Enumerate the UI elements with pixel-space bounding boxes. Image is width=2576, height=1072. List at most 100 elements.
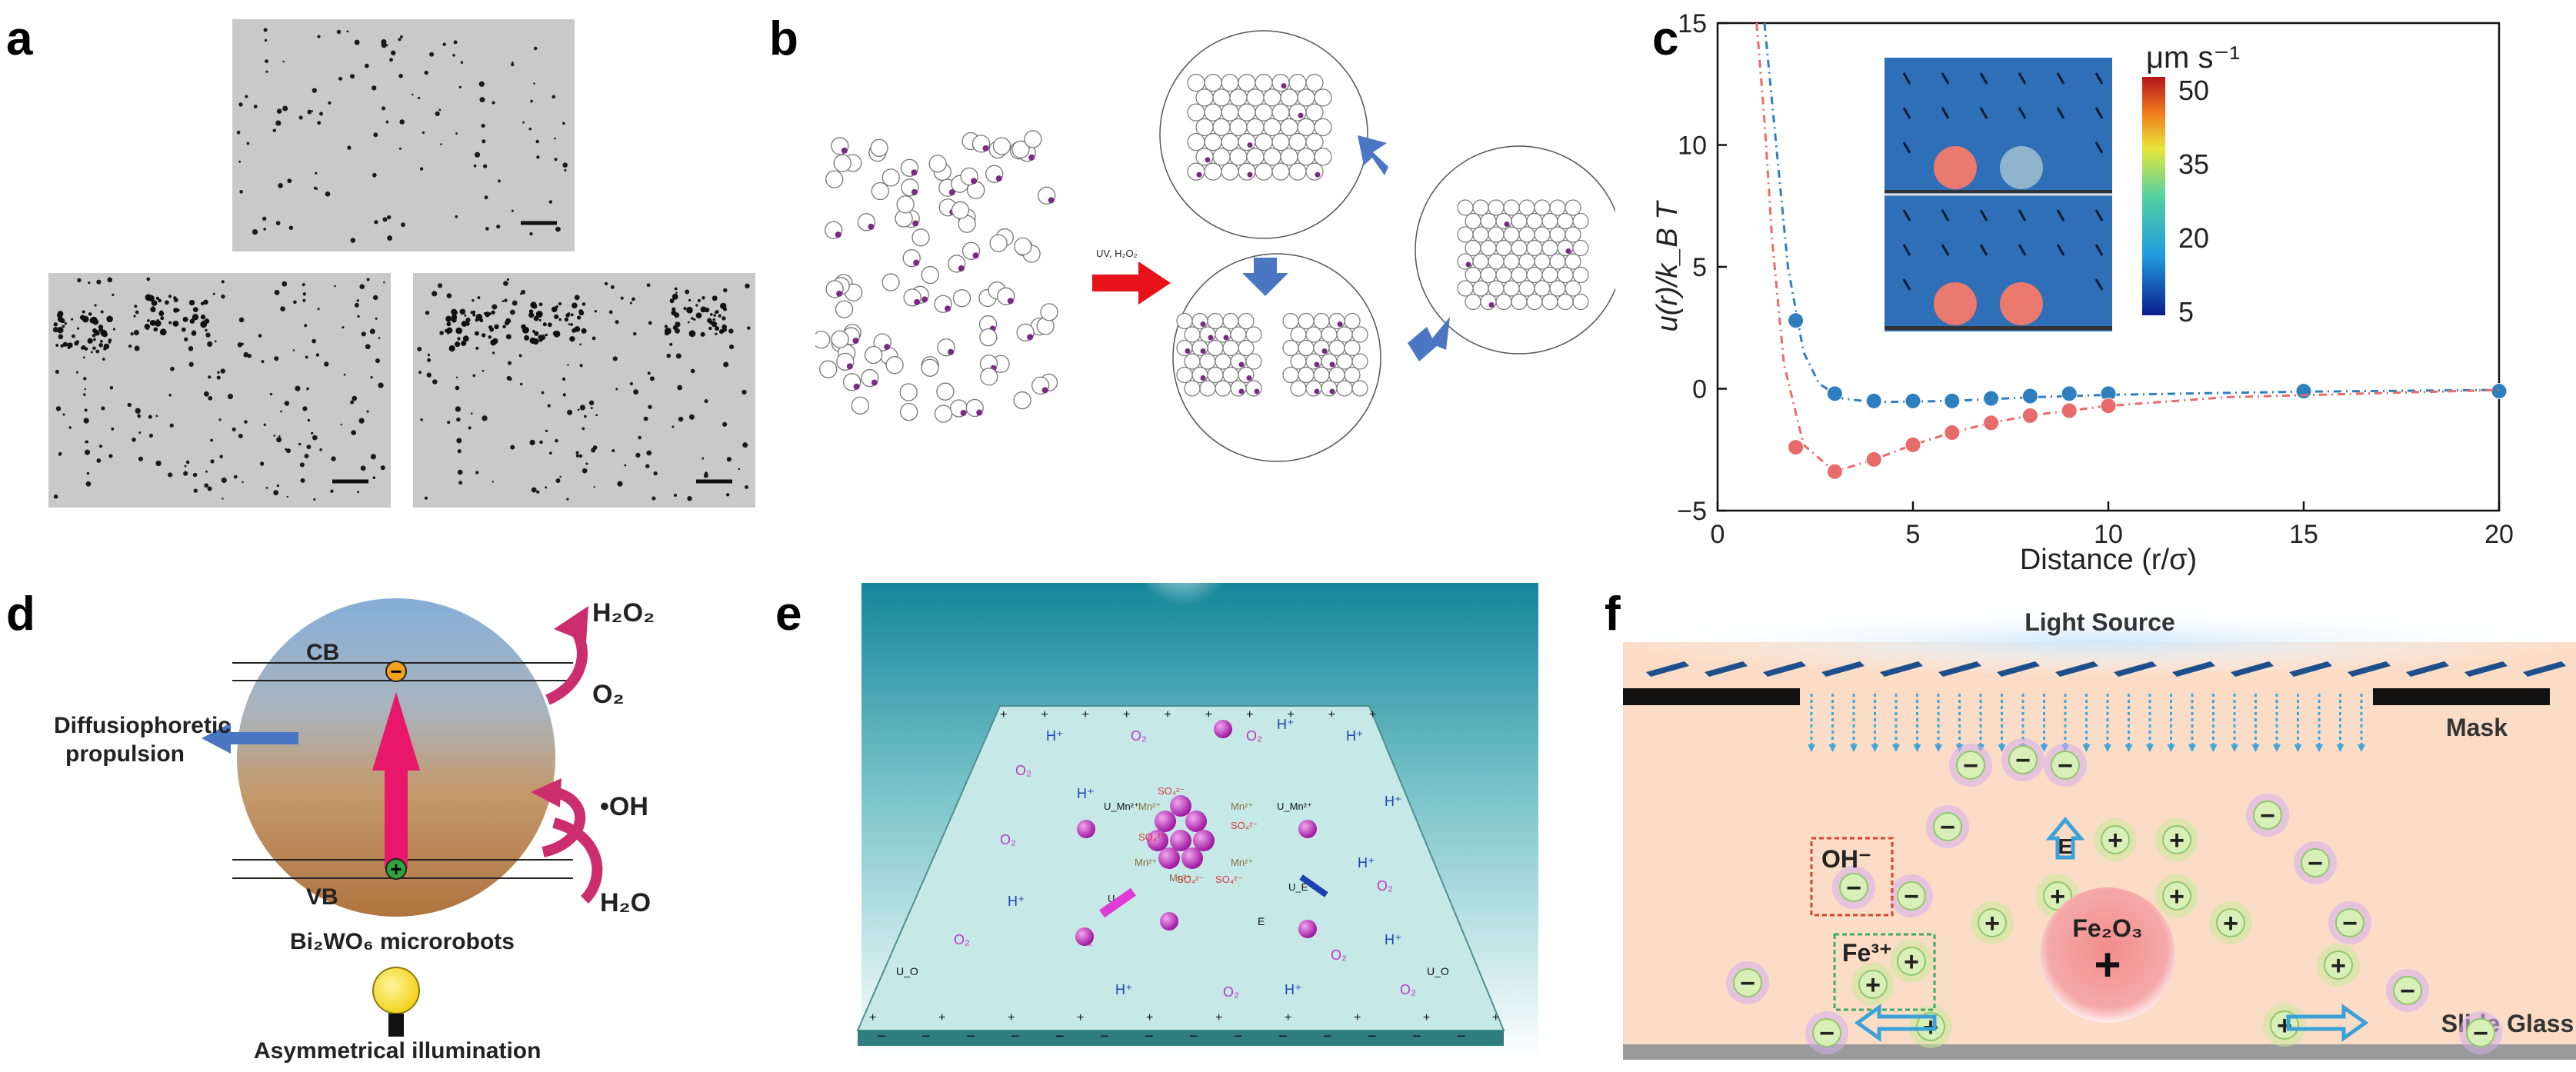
colloid-particle [1305,380,1322,397]
active-particle [1208,335,1214,341]
negative-ion-sign: − [1846,874,1861,903]
h-plus-label: H⁺ [1277,717,1295,732]
particle-dot [725,493,730,497]
particle-dot [324,361,329,367]
particle-dot [529,231,533,236]
colloid-particle [1344,366,1361,384]
ion-layer: −−−−−−−−−−−−−−++++++++++++++++++++H⁺H⁺H⁺… [869,708,1499,1045]
particle-dot [455,341,461,348]
active-particle [1465,261,1471,268]
colloid-particle [934,404,953,423]
particle-dot [494,324,499,330]
colloid-particle [1288,133,1307,151]
particle-dot [192,307,198,313]
particle-dot [674,287,678,291]
particle-dot [149,319,156,326]
particle-dot [593,486,595,488]
particle-dot [218,418,222,421]
negative-ion-sign: − [1904,882,1919,911]
surface-charge: − [1234,1028,1243,1045]
particle-dot [570,313,574,317]
particle-dot [511,62,515,67]
velocity-arrow [2094,72,2104,85]
colloid-particle [900,402,918,421]
colloid-particle [1221,103,1239,122]
colloid-particle [1313,366,1330,384]
particle-dot [112,328,116,331]
particle-dot [457,469,463,475]
particle-dot [745,283,750,289]
colloid-particle [1565,280,1581,297]
colorbar-unit: μm s⁻¹ [2146,41,2240,75]
colloid-particle [1255,133,1273,151]
colloid-particle [896,195,915,214]
particle-dot [71,318,74,321]
particle-dot [365,344,371,350]
particle-dot [671,310,677,316]
particle-dot [370,376,373,379]
particle-dot [533,46,538,51]
colloid-particle [1263,148,1281,166]
o2-label: O₂ [954,932,970,947]
particle-dot [80,345,85,350]
negative-ion-sign: − [2058,751,2073,781]
particle-dot [307,109,312,115]
particle-dot [572,302,578,309]
particle-dot [243,351,249,358]
particle-dot [709,313,713,316]
particle-dot [502,300,505,302]
colloid-particle [1238,162,1256,181]
particle-dot [389,58,393,62]
surface-charge: − [1368,1028,1377,1045]
mn-ion-sphere [1075,927,1094,946]
illumination-label: Asymmetrical illumination [254,1038,541,1064]
particle-dot [703,473,708,478]
particle-dot [263,228,266,231]
active-particle [1247,142,1253,148]
y-tick-label: 15 [1678,9,1707,38]
velocity-arrow [2056,107,2065,119]
particle-dot [653,471,658,476]
particle-dot [512,300,518,306]
particle-dot [85,481,92,487]
particle-dot [425,310,430,315]
particle-dot [222,498,224,500]
velocity-arrow [1941,107,1950,119]
particle-dot [130,332,134,336]
mn-ion-sphere [1147,830,1168,851]
particle-dot [648,404,652,409]
colloid-particle [1336,326,1353,343]
electron-icon [385,661,407,682]
particle-dot [155,414,158,418]
flow-field-inset [1885,58,2112,331]
particle-dot [102,358,105,361]
particle-dot [541,391,545,395]
light-segment [1997,661,2040,677]
colloid-particle [881,273,900,291]
colloid-particle [989,234,1008,252]
colloid-particle [1191,312,1208,330]
colloid-particle [1238,339,1255,357]
particle-dot [212,292,215,295]
particle-dot [452,317,457,323]
particle-dot [342,326,345,329]
particle-dot [549,451,552,455]
particle-dot [77,278,82,283]
colloid-particle [1518,199,1535,216]
colloid-particle [928,155,947,173]
colloid-particle [1207,312,1224,330]
particle-dot [135,408,141,414]
light-segment [1763,661,1806,677]
velocity-arrow [2094,209,2104,221]
particle-dot [127,402,132,408]
particle-dot [539,440,543,444]
colloid-particle [870,138,888,157]
particle-dot [220,368,225,374]
light-segment [1938,661,1981,677]
colloid-particle [1351,326,1368,343]
velocity-arrow [1941,209,1950,221]
particle-dot [109,386,114,390]
active-particle [1329,361,1335,368]
particle-dot [489,327,495,332]
